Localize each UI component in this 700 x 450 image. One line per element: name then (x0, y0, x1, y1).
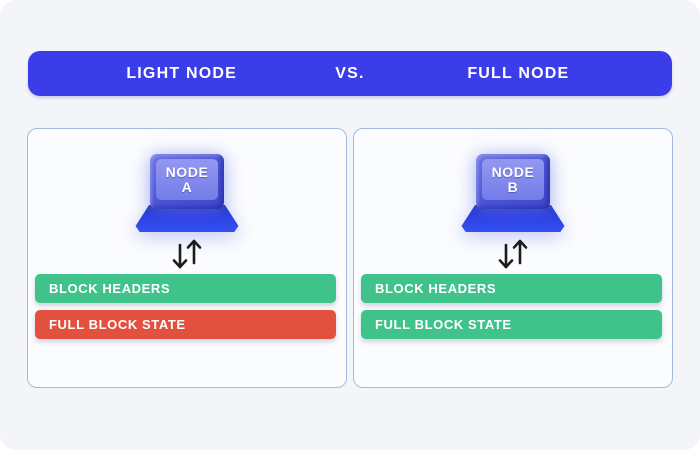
block-headers-bar: BLOCK HEADERS (361, 274, 662, 303)
panel-light-node: NODE A BLOCK HEADERS (27, 128, 347, 388)
header-vs-label: VS. (335, 64, 365, 82)
laptop-base (461, 205, 565, 232)
bar-label: FULL BLOCK STATE (49, 317, 186, 332)
node-label-line2: B (507, 178, 519, 195)
laptop-icon: NODE B (461, 154, 565, 232)
node-label: NODE A (156, 159, 218, 200)
down-up-arrows-icon (498, 239, 528, 269)
data-bars: BLOCK HEADERS FULL BLOCK STATE (35, 274, 336, 346)
bar-label: FULL BLOCK STATE (375, 317, 512, 332)
header-banner: LIGHT NODE VS. FULL NODE (28, 51, 672, 96)
node-label-line1: NODE (491, 163, 535, 180)
sync-arrows-icon (28, 237, 346, 271)
header-right-title: FULL NODE (467, 64, 570, 82)
laptop-screen: NODE A (150, 154, 224, 209)
header-left-title: LIGHT NODE (126, 64, 237, 82)
node-label-line1: NODE (165, 163, 209, 180)
data-bars: BLOCK HEADERS FULL BLOCK STATE (361, 274, 662, 346)
panel-full-node: NODE B BLOCK HEADERS (353, 128, 673, 388)
full-block-state-bar: FULL BLOCK STATE (361, 310, 662, 339)
node-label: NODE B (482, 159, 544, 200)
block-headers-bar: BLOCK HEADERS (35, 274, 336, 303)
node-label-line2: A (181, 178, 193, 195)
full-block-state-bar: FULL BLOCK STATE (35, 310, 336, 339)
sync-arrows-icon (354, 237, 672, 271)
laptop-icon: NODE A (135, 154, 239, 232)
laptop-screen: NODE B (476, 154, 550, 209)
bar-label: BLOCK HEADERS (49, 281, 171, 296)
down-up-arrows-icon (172, 239, 202, 269)
bar-label: BLOCK HEADERS (375, 281, 497, 296)
comparison-panels: NODE A BLOCK HEADERS (27, 128, 673, 388)
laptop-base (135, 205, 239, 232)
